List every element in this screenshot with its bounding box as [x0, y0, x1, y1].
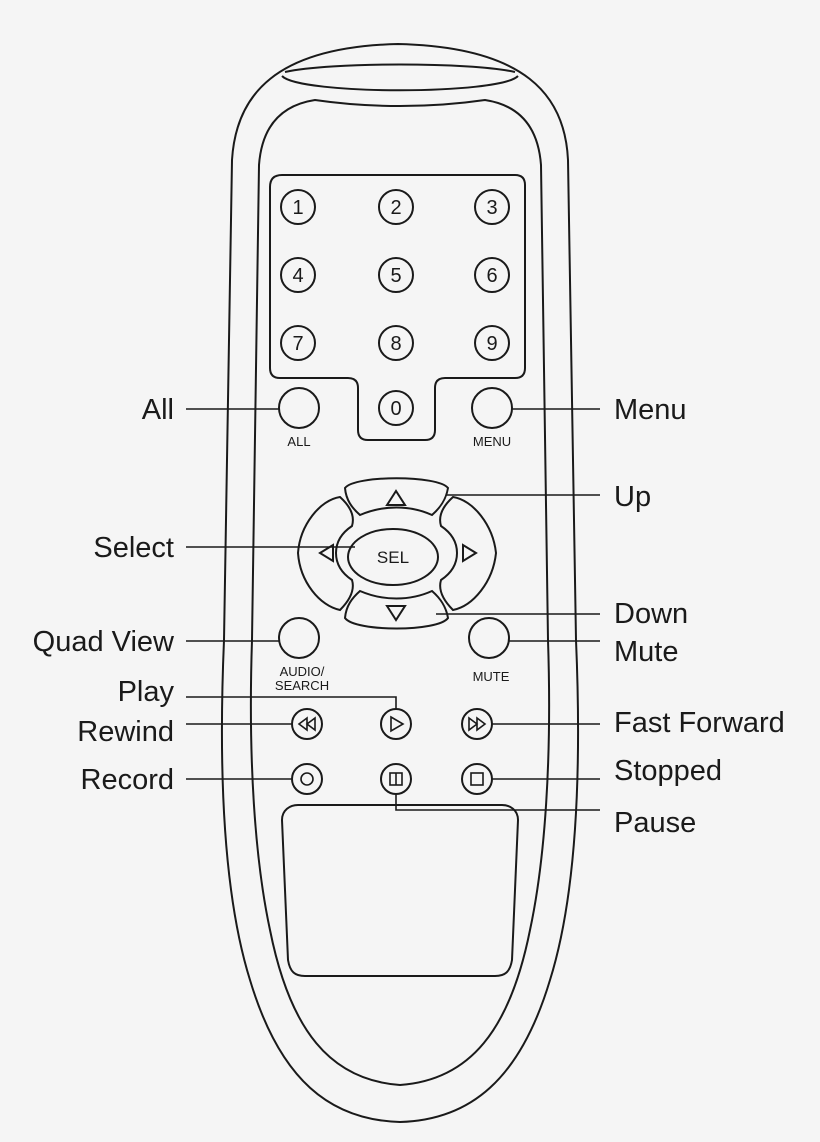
all-button-label: ALL [287, 434, 310, 449]
down-button[interactable] [343, 589, 450, 630]
stop-icon [470, 772, 484, 786]
callout-down: Down [614, 598, 688, 630]
record-button[interactable] [291, 763, 323, 795]
callout-up: Up [614, 481, 651, 513]
digit-label: 5 [390, 265, 401, 287]
digit-button-1[interactable]: 1 [280, 189, 316, 225]
callout-record: Record [81, 764, 175, 796]
callout-pause: Pause [614, 807, 696, 839]
callout-mute: Mute [614, 636, 678, 668]
play-button[interactable] [380, 708, 412, 740]
digit-button-7[interactable]: 7 [280, 325, 316, 361]
remote-top-cap [284, 63, 516, 73]
select-button[interactable] [347, 528, 439, 586]
callout-select: Select [93, 532, 174, 564]
record-icon [300, 772, 314, 786]
play-leader-line [186, 696, 397, 709]
callout-all: All [142, 394, 174, 426]
play-icon [390, 715, 405, 733]
remote-top-cap-inner [281, 75, 519, 92]
digit-label: 0 [390, 398, 401, 420]
all-button[interactable] [278, 387, 320, 429]
menu-button[interactable] [471, 387, 513, 429]
digit-label: 1 [292, 197, 303, 219]
callout-fast-forward: Fast Forward [614, 707, 785, 739]
callout-rewind: Rewind [77, 716, 174, 748]
fast-forward-button[interactable] [461, 708, 493, 740]
pause-button[interactable] [380, 763, 412, 795]
right-button[interactable] [439, 495, 498, 612]
menu-button-label: MENU [473, 434, 511, 449]
digit-button-4[interactable]: 4 [280, 257, 316, 293]
rewind-button[interactable] [291, 708, 323, 740]
callout-stopped: Stopped [614, 755, 722, 787]
callout-quad-view: Quad View [33, 626, 175, 658]
digit-label: 8 [390, 333, 401, 355]
keypad-panel [269, 174, 526, 441]
digit-button-5[interactable]: 5 [378, 257, 414, 293]
digit-button-3[interactable]: 3 [474, 189, 510, 225]
digit-button-9[interactable]: 9 [474, 325, 510, 361]
left-button[interactable] [296, 495, 354, 612]
digit-button-0[interactable]: 0 [378, 390, 414, 426]
rewind-icon [297, 716, 316, 732]
digit-label: 2 [390, 197, 401, 219]
up-arrow-icon [385, 489, 407, 506]
fast-forward-icon [468, 716, 487, 732]
audio-search-button[interactable] [278, 617, 320, 659]
digit-label: 9 [486, 333, 497, 355]
remote-lower-panel [280, 804, 520, 977]
audio-search-label-line1: AUDIO/ [280, 664, 325, 679]
up-button[interactable] [343, 477, 450, 517]
left-arrow-icon [318, 543, 334, 563]
down-arrow-icon [385, 605, 407, 622]
digit-label: 3 [486, 197, 497, 219]
pause-leader-line [395, 794, 600, 811]
digit-button-2[interactable]: 2 [378, 189, 414, 225]
callout-play: Play [118, 676, 175, 708]
select-button-label: SEL [377, 548, 409, 567]
digit-label: 7 [292, 333, 303, 355]
audio-search-label-line2: SEARCH [275, 678, 329, 693]
digit-button-8[interactable]: 8 [378, 325, 414, 361]
right-arrow-icon [462, 543, 478, 563]
remote-inner-outline [249, 98, 551, 1087]
digit-button-6[interactable]: 6 [474, 257, 510, 293]
callout-menu: Menu [614, 394, 687, 426]
stop-button[interactable] [461, 763, 493, 795]
mute-button-label: MUTE [473, 669, 510, 684]
remote-body-outline [220, 42, 580, 1124]
mute-button[interactable] [468, 617, 510, 659]
digit-label: 6 [486, 265, 497, 287]
digit-label: 4 [292, 265, 303, 287]
